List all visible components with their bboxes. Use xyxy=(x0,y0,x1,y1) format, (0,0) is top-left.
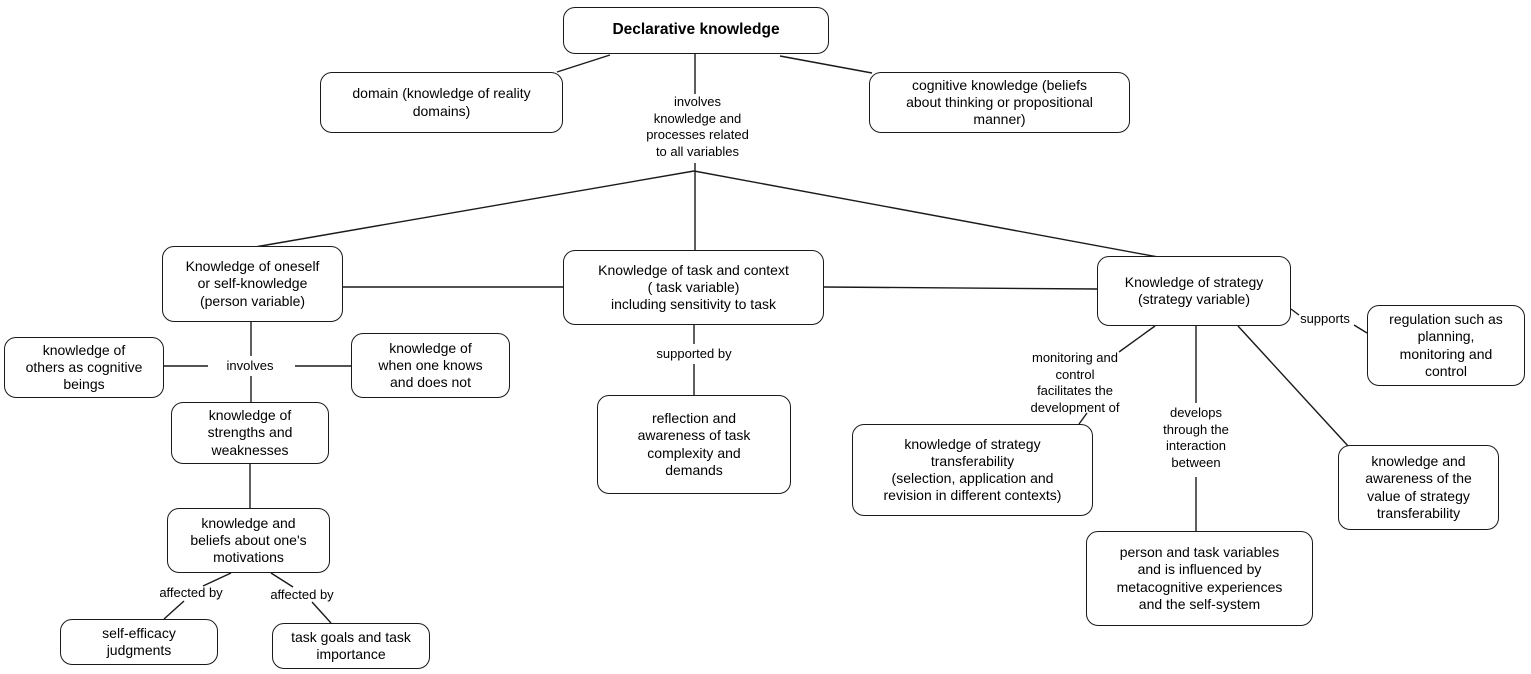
edge-monitoring-transferability xyxy=(1078,412,1088,425)
node-when-one-knows: knowledge of when one knows and does not xyxy=(351,333,510,398)
edge-fan-oneself xyxy=(254,170,695,248)
edge-strategy-valuetransfer xyxy=(1237,325,1350,448)
node-beliefs-about-motivations: knowledge and beliefs about one's motiva… xyxy=(167,508,330,573)
edge-declarative-cognitive xyxy=(779,55,873,74)
label-involves-all-variables: involves knowledge and processes related… xyxy=(646,94,749,159)
node-knowledge-of-oneself: Knowledge of oneself or self-knowledge (… xyxy=(162,246,343,322)
node-cognitive-knowledge: cognitive knowledge (beliefs about think… xyxy=(869,72,1130,133)
node-task-goals-importance: task goals and task importance xyxy=(272,623,430,669)
label-involves: involves xyxy=(226,358,274,373)
label-monitoring-control: monitoring and control facilitates the d… xyxy=(1030,350,1120,415)
node-self-efficacy-judgments: self-efficacy judgments xyxy=(60,619,218,665)
edge-strategy-supports xyxy=(1290,308,1300,316)
label-develops-through: develops through the interaction between xyxy=(1163,405,1229,470)
edge-task-strategy xyxy=(822,286,1098,290)
edge-declarative-domain xyxy=(556,54,611,73)
node-strategy-transferability: knowledge of strategy transferability (s… xyxy=(852,424,1093,516)
edge-supports-regulation xyxy=(1353,324,1368,334)
label-affected-by-left: affected by xyxy=(159,585,223,600)
node-knowledge-of-strategy: Knowledge of strategy (strategy variable… xyxy=(1097,256,1291,326)
node-strengths-weaknesses: knowledge of strengths and weaknesses xyxy=(171,402,329,464)
node-others-as-cognitive-beings: knowledge of others as cognitive beings xyxy=(4,337,164,398)
node-value-of-transferability: knowledge and awareness of the value of … xyxy=(1338,445,1499,530)
edge-fan-strategy xyxy=(693,170,1159,258)
node-reflection-awareness: reflection and awareness of task complex… xyxy=(597,395,791,494)
node-domain: domain (knowledge of reality domains) xyxy=(320,72,563,133)
edge-strategy-monitoring xyxy=(1118,325,1156,353)
label-supported-by: supported by xyxy=(656,346,732,361)
edge-motivations-affectedleft-a xyxy=(202,572,232,587)
node-knowledge-of-task: Knowledge of task and context ( task var… xyxy=(563,250,824,325)
label-affected-by-right: affected by xyxy=(270,587,334,602)
label-supports: supports xyxy=(1300,311,1350,326)
edge-motivations-affectedright-b xyxy=(311,601,332,624)
edge-motivations-affectedleft-b xyxy=(163,600,185,620)
node-person-task-variables: person and task variables and is influen… xyxy=(1086,531,1313,626)
node-regulation: regulation such as planning, monitoring … xyxy=(1367,305,1525,386)
node-declarative-knowledge: Declarative knowledge xyxy=(563,7,829,54)
edge-motivations-affectedright-a xyxy=(270,572,294,588)
